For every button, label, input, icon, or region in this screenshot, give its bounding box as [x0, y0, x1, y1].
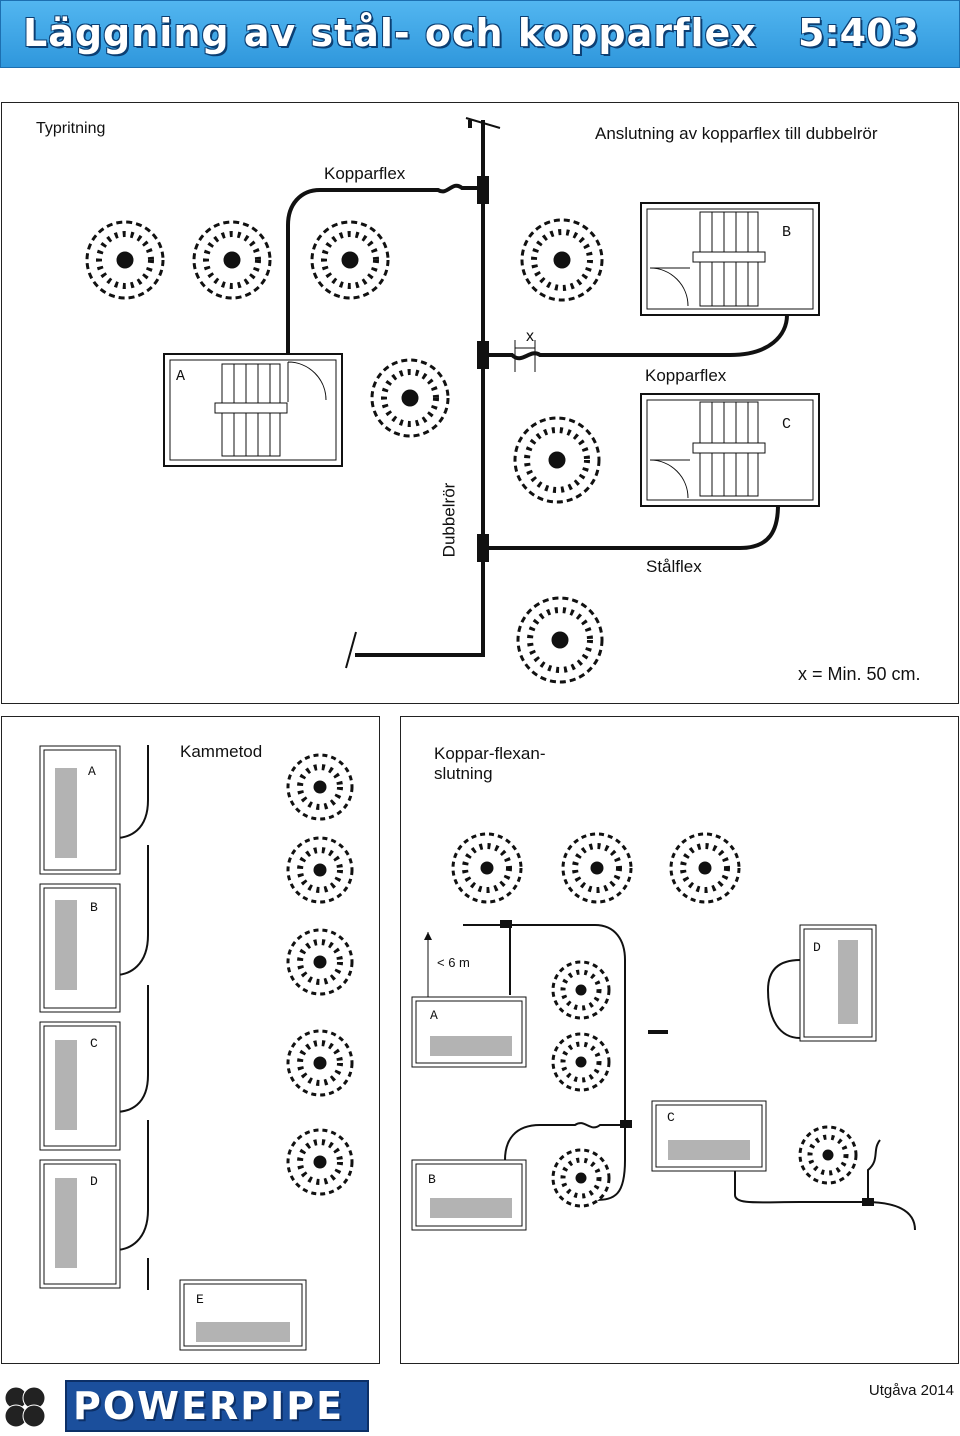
tree-icon — [561, 832, 633, 904]
kam-house-d: D — [90, 1174, 98, 1189]
koppar-flex-panel — [400, 716, 959, 1364]
distance-label: < 6 m — [437, 955, 470, 970]
copper-flex-mid — [483, 310, 789, 361]
house-label-c: C — [782, 416, 792, 433]
kammetod-diagram — [39, 745, 307, 1351]
tree-icon — [310, 220, 390, 300]
page-header: Läggning av stål- och kopparflex 5:403 — [0, 0, 960, 68]
tree-icon — [451, 832, 523, 904]
kammetod-panel — [1, 716, 380, 1364]
house-c-top — [640, 393, 820, 507]
x-marker-label: x — [526, 328, 534, 345]
tree-icon — [286, 928, 354, 996]
tree-icon — [286, 836, 354, 904]
tree-icon — [513, 416, 601, 504]
dubbelror-label: Dubbelrör — [439, 482, 459, 558]
tree-icon — [286, 753, 354, 821]
tree-icon — [551, 1148, 611, 1208]
kopparflex-mid-label: Kopparflex — [645, 366, 727, 385]
house-a-top — [163, 353, 343, 467]
pipes-logo-icon — [4, 1386, 46, 1428]
page-title: Läggning av stål- och kopparflex — [23, 11, 757, 55]
page-code: 5:403 — [798, 11, 919, 55]
kam-house-a: A — [88, 764, 96, 779]
steel-flex — [483, 504, 780, 550]
tree-icon — [551, 960, 611, 1020]
koppar-house-c: C — [667, 1110, 675, 1125]
koppar-title-line2: slutning — [434, 764, 493, 783]
kopparflex-top-label: Kopparflex — [324, 164, 406, 183]
copper-flex-top — [286, 183, 483, 355]
koppar-house-d: D — [813, 940, 821, 955]
koppar-house-b: B — [428, 1172, 436, 1187]
tree-icon — [286, 1029, 354, 1097]
x-note-label: x = Min. 50 cm. — [798, 664, 921, 684]
koppar-title-line1: Koppar-flexan- — [434, 744, 546, 763]
tree-icon — [370, 358, 450, 438]
house-label-a: A — [176, 368, 186, 385]
tree-icon — [192, 220, 272, 300]
typritning-label: Typritning — [36, 120, 106, 137]
tree-icon — [85, 220, 165, 300]
brand-name: POWERPIPE — [73, 1384, 345, 1428]
kammetod-title: Kammetod — [180, 742, 263, 761]
main-pipe — [355, 120, 485, 657]
tree-icon — [286, 1128, 354, 1196]
kam-house-e: E — [196, 1292, 204, 1307]
koppar-house-a: A — [430, 1008, 438, 1023]
tree-icon — [551, 1032, 611, 1092]
tree-icon — [520, 218, 604, 302]
stalflex-label: Stålflex — [646, 557, 702, 576]
house-b-top — [640, 202, 820, 316]
powerpipe-logo: POWERPIPE — [65, 1380, 369, 1432]
koppar-flex-diagram — [427, 924, 916, 1231]
anslutning-label: Anslutning av kopparflex till dubbelrör — [595, 124, 878, 143]
house-label-b: B — [782, 224, 792, 241]
tree-icon — [516, 596, 604, 684]
tree-icon — [669, 832, 741, 904]
edition-label: Utgåva 2014 — [868, 1382, 954, 1399]
tree-icon — [798, 1125, 858, 1185]
kam-house-b: B — [90, 900, 98, 915]
kam-house-c: C — [90, 1036, 98, 1051]
